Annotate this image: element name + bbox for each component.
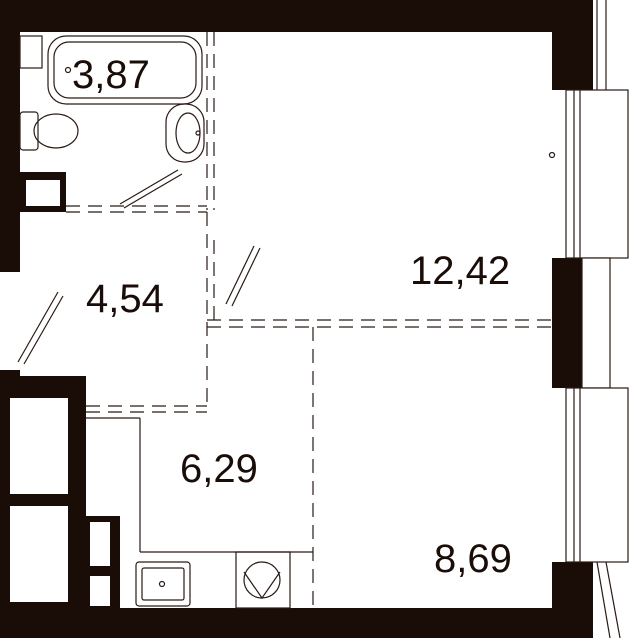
window-lower	[565, 387, 629, 563]
kitchen-area-label: 6,29	[180, 447, 258, 491]
kitchen-sink-bowl	[141, 567, 185, 601]
cooktop-mark	[243, 571, 281, 600]
wall-right-mid	[552, 258, 582, 388]
bathtub-inner	[53, 41, 197, 99]
living-room-area-label: 12,42	[410, 249, 510, 293]
area-labels: 3,87 4,54 6,29 12,42 8,69	[72, 53, 512, 581]
window-frames	[548, 0, 629, 638]
shaft-void-2	[90, 576, 110, 606]
facade-outer-line-bottom	[596, 561, 611, 638]
wall-right-top	[552, 0, 593, 90]
bath-door-leaf-2	[123, 173, 183, 209]
toilet-icon	[19, 111, 79, 151]
wardrobe-void-lower	[10, 506, 68, 602]
cooktop-icon	[235, 551, 291, 609]
doors	[17, 169, 261, 365]
window-mid	[581, 257, 611, 389]
wall-right-bottom	[552, 562, 593, 638]
niche-void	[26, 180, 60, 206]
entrance-door-leaf	[17, 291, 59, 363]
window-marker	[548, 151, 556, 159]
bathtub-drain-icon	[64, 66, 72, 74]
wall-bottom	[0, 608, 593, 638]
entrance-door-leaf-2	[23, 295, 64, 365]
kitchen-fixtures	[135, 551, 291, 609]
bath-door-leaf	[119, 169, 179, 205]
niche-box-top	[19, 35, 43, 69]
wall-top	[0, 0, 593, 32]
facade-outer-line-bottom-2	[605, 561, 621, 638]
hallway-area-label: 4,54	[86, 277, 164, 321]
kitchen-sink-drain	[158, 580, 166, 588]
window-upper	[565, 89, 629, 259]
living-door-leaf	[225, 245, 255, 305]
living-door-leaf-2	[231, 247, 261, 307]
wall-left-upper	[0, 0, 20, 272]
kitchen-sink-icon	[135, 561, 191, 607]
niche-void-top	[20, 38, 40, 66]
bathroom-area-label: 3,87	[72, 53, 150, 97]
bathtub	[47, 35, 203, 105]
partitions	[66, 32, 552, 608]
washbasin-icon	[165, 103, 205, 163]
wardrobe-void-upper	[10, 398, 68, 494]
bathroom-fixtures	[19, 35, 205, 163]
kitchen-living-area-label: 8,69	[434, 537, 512, 581]
shaft-void-1	[90, 522, 110, 566]
wardrobe	[10, 398, 68, 602]
